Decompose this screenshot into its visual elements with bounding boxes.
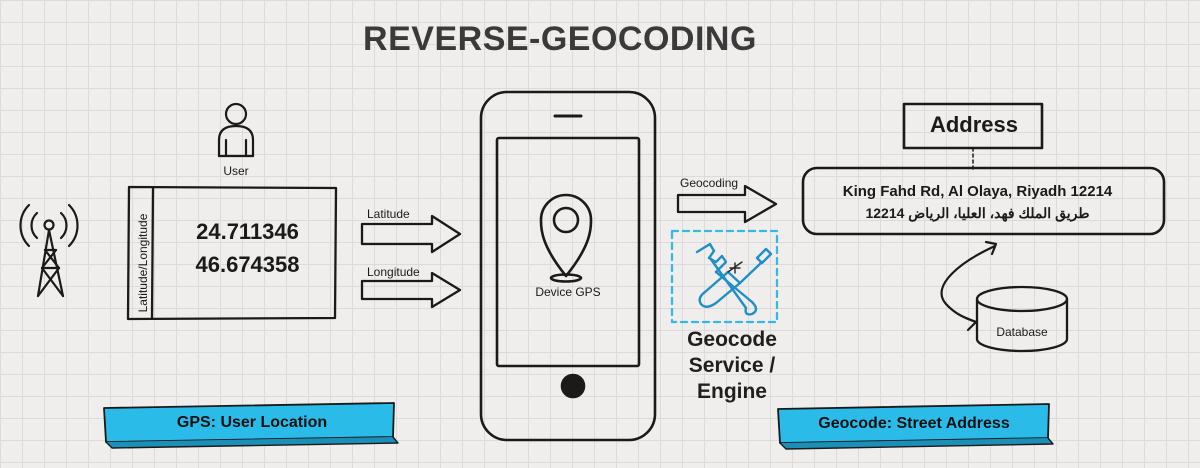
engine-dashed-box (670, 229, 779, 324)
ribbon-left-label: GPS: User Location (176, 414, 328, 431)
smartphone-device (479, 90, 657, 442)
longitude-value: 46.674358 (195, 252, 300, 277)
address-box (801, 166, 1166, 236)
engine-label-line: Service / (688, 354, 776, 377)
ribbon-right-label: Geocode: Street Address (818, 415, 1010, 432)
user-label: User (223, 164, 249, 178)
latitude-arrow-label: Latitude (367, 207, 410, 221)
radio-tower-icon (19, 203, 79, 298)
device-gps-label: Device GPS (535, 285, 601, 299)
address-title: Address (929, 112, 1019, 137)
engine-label-line: Geocode (687, 328, 777, 351)
geocoding-arrow-label: Geocoding (680, 176, 739, 190)
longitude-arrow (360, 271, 462, 309)
address-line-arabic: طريق الملك فهد، العليا، الرياض 12214 (865, 205, 1090, 221)
geocoding-arrow (676, 184, 778, 224)
latlon-side-label: Latitude/Longitude (136, 213, 150, 313)
latitude-arrow (360, 214, 462, 254)
ribbon-left (103, 402, 399, 449)
coordinate-values: 24.711346 46.674358 (160, 215, 335, 281)
sparkle-icon (727, 261, 743, 274)
longitude-arrow-label: Longitude (367, 265, 420, 279)
user-icon (217, 102, 255, 158)
address-line-english: King Fahd Rd, Al Olaya, Riyadh 12214 (842, 183, 1113, 200)
map-pin-icon (539, 193, 593, 283)
wrench-screwdriver-icon (695, 242, 773, 316)
latitude-value: 24.711346 (196, 219, 299, 244)
database-icon (975, 285, 1069, 353)
engine-label: Geocode Service / Engine (652, 327, 812, 405)
engine-label-line: Engine (696, 380, 767, 403)
database-label: Database (996, 325, 1048, 339)
sync-curved-arrow (940, 240, 998, 332)
gps-coordinates-panel (126, 185, 338, 321)
ribbon-right (777, 403, 1054, 450)
diagram-title: REVERSE-GEOCODING (363, 20, 757, 58)
